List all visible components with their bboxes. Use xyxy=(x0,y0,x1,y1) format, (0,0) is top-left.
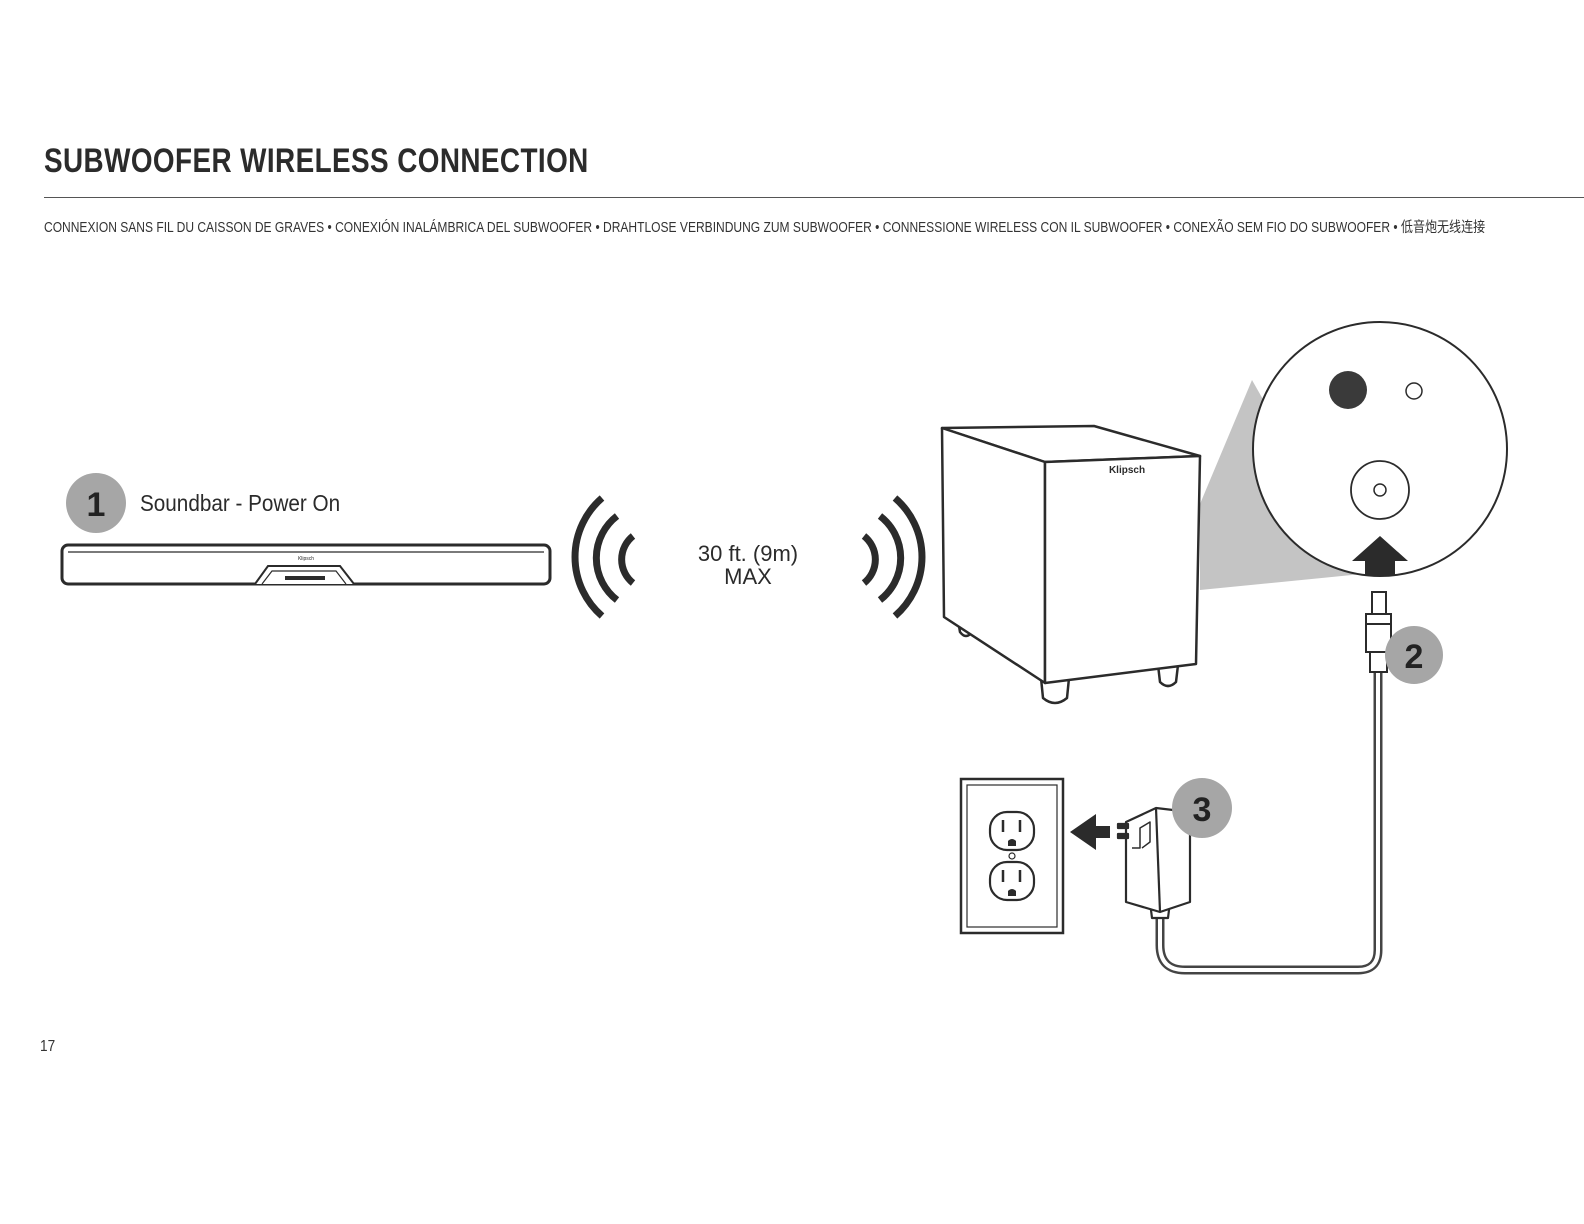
wall-outlet xyxy=(961,779,1063,933)
step-1-label: Soundbar - Power On xyxy=(140,490,340,516)
step-1: 1 Soundbar - Power On xyxy=(66,473,340,533)
outlet-socket-top xyxy=(990,812,1034,850)
range-distance: 30 ft. (9m) xyxy=(698,541,798,566)
soundbar: Klipsch xyxy=(62,545,550,584)
pair-button xyxy=(1406,383,1422,399)
soundbar-brand: Klipsch xyxy=(298,556,314,562)
step-3-number: 3 xyxy=(1193,791,1212,829)
step-2: 2 xyxy=(1385,626,1443,684)
page-number: 17 xyxy=(40,1038,55,1056)
indicator-led xyxy=(1329,371,1367,409)
range-label: 30 ft. (9m) MAX xyxy=(698,541,798,589)
range-max: MAX xyxy=(724,564,772,589)
wireless-waves-right xyxy=(864,498,922,616)
outlet-socket-bottom xyxy=(990,862,1034,900)
subwoofer-brand: Klipsch xyxy=(1109,465,1145,476)
wireless-waves-left xyxy=(575,498,633,616)
subwoofer: Klipsch xyxy=(942,426,1200,703)
step-3: 3 xyxy=(1172,778,1232,838)
step-1-number: 1 xyxy=(87,486,106,524)
step-2-number: 2 xyxy=(1405,638,1424,676)
plug-in-arrow-icon xyxy=(1070,814,1110,850)
